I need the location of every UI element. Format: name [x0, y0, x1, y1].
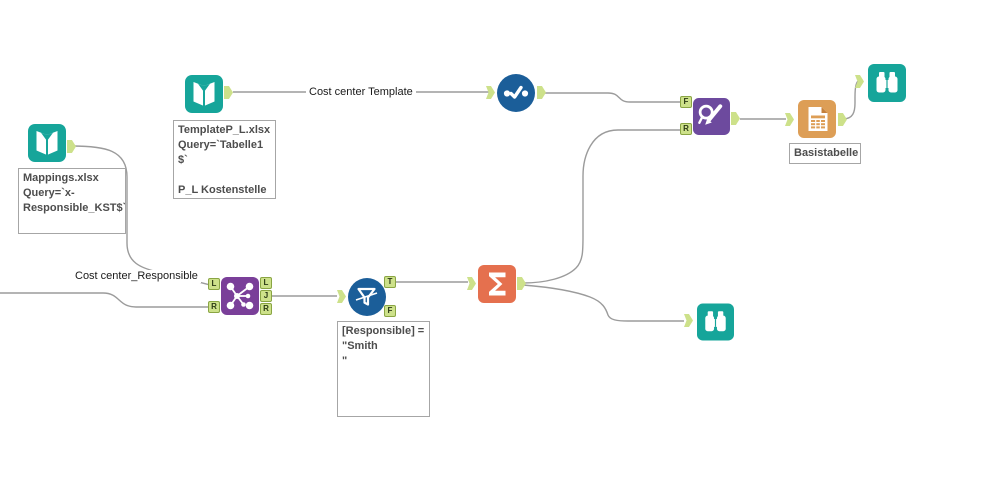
anchor-join-output-l[interactable]: L	[260, 277, 272, 289]
input-data-icon	[185, 75, 223, 113]
tool-input-mappings[interactable]	[28, 124, 66, 162]
anchor-join-output-r[interactable]: R	[260, 303, 272, 315]
connection-label-responsible: Cost center_Responsible	[72, 270, 201, 283]
anchor-find-replace-input-r[interactable]: R	[680, 123, 692, 135]
anchor-find-replace-output[interactable]	[731, 112, 740, 125]
find-replace-icon	[693, 98, 730, 135]
annotation-input-mappings[interactable]: Mappings.xlsx Query=`x- Responsible_KST$…	[18, 168, 126, 234]
anchor-summarize-output[interactable]	[517, 277, 526, 290]
tool-summarize[interactable]	[478, 265, 516, 303]
anchor-join-input-r[interactable]: R	[208, 301, 220, 313]
anchor-filter-input[interactable]	[337, 290, 346, 303]
table-icon	[798, 100, 836, 138]
connection-table-to-browse-top[interactable]	[842, 80, 860, 120]
anchor-find-replace-input-f[interactable]: F	[680, 96, 692, 108]
annotation-input-template[interactable]: TemplateP_L.xlsx Query=`Tabelle1 $` P_L …	[173, 120, 276, 199]
anchor-browse-bottom-input[interactable]	[684, 314, 693, 327]
tool-join[interactable]	[221, 277, 259, 315]
connection-label-template: Cost center Template	[306, 86, 416, 99]
anchor-browse-top-input[interactable]	[855, 75, 864, 88]
anchor-filter-output-f[interactable]: F	[384, 305, 396, 317]
tool-browse-bottom[interactable]	[697, 303, 734, 341]
filter-icon	[348, 278, 386, 316]
tool-browse-top[interactable]	[868, 64, 906, 102]
anchor-select-output[interactable]	[537, 86, 546, 99]
connection-summarize-to-findreplace-r[interactable]	[522, 129, 682, 284]
input-data-icon	[28, 124, 66, 162]
annotation-filter[interactable]: [Responsible] = "Smith "	[337, 321, 430, 417]
anchor-join-output-j[interactable]: J	[260, 290, 272, 302]
tool-find-replace[interactable]	[693, 98, 730, 135]
summarize-icon	[478, 265, 516, 303]
tool-input-template[interactable]	[185, 75, 223, 113]
anchor-join-input-l[interactable]: L	[208, 278, 220, 290]
connection-summarize-to-browse-bottom[interactable]	[522, 284, 684, 322]
anchor-table-input[interactable]	[785, 113, 794, 126]
anchor-template-output[interactable]	[224, 86, 233, 99]
anchor-mappings-output[interactable]	[67, 140, 76, 153]
tool-select[interactable]	[497, 74, 535, 112]
anchor-table-output[interactable]	[838, 113, 847, 126]
browse-icon	[868, 64, 906, 102]
join-icon	[221, 277, 259, 315]
tool-table[interactable]	[798, 100, 836, 138]
connection-select-to-findreplace-f[interactable]	[540, 92, 682, 103]
anchor-select-input[interactable]	[486, 86, 495, 99]
select-icon	[497, 74, 535, 112]
anchor-summarize-input[interactable]	[467, 277, 476, 290]
annotation-table[interactable]: Basistabelle	[789, 143, 861, 164]
browse-icon	[697, 303, 734, 341]
tool-filter[interactable]	[348, 278, 386, 316]
connection-offcanvas-to-join-r[interactable]	[0, 292, 210, 308]
anchor-filter-output-t[interactable]: T	[384, 276, 396, 288]
